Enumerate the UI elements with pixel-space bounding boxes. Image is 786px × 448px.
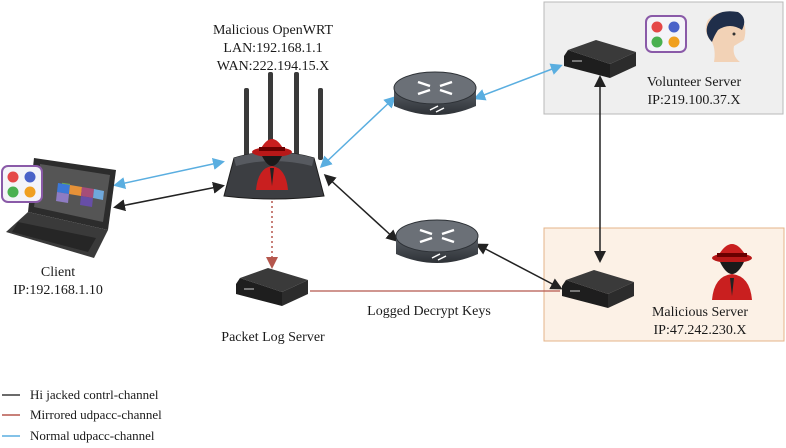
legend: Hi jacked contrl-channel Mirrored udpacc… — [2, 387, 162, 443]
client-ip: IP:192.168.1.10 — [13, 283, 103, 298]
gateway-router-bottom-icon — [395, 219, 479, 263]
gateway1-volunteer-normal-channel — [473, 63, 563, 101]
packet-log-server-icon — [236, 268, 308, 306]
router-title: Malicious OpenWRT — [213, 23, 334, 38]
malicious-server-icon — [562, 270, 634, 308]
malicious-server-ip: IP:47.242.230.X — [654, 323, 747, 338]
hacker-router-icon — [252, 139, 292, 190]
volunteer-app-icon — [645, 15, 687, 53]
router-gateway2-hijacked-channel — [323, 173, 399, 243]
gateway-router-top-icon — [393, 71, 477, 115]
client-title: Client — [41, 265, 75, 280]
router-gateway1-normal-channel — [319, 95, 397, 169]
volunteer-server-icon — [564, 40, 636, 78]
packet-log-title: Packet Log Server — [221, 330, 325, 345]
client-laptop-icon — [6, 158, 116, 258]
legend-label-hijacked: Hi jacked contrl-channel — [30, 387, 159, 402]
volunteer-title: Volunteer Server — [647, 75, 742, 90]
router-lan: LAN:192.168.1.1 — [223, 41, 322, 56]
hacker-server-icon — [712, 244, 752, 300]
volunteer-ip: IP:219.100.37.X — [648, 93, 741, 108]
client-router-hijacked-channel — [113, 181, 225, 212]
decrypt-keys-edge-label: Logged Decrypt Keys — [367, 304, 491, 319]
gateway2-malicious-hijacked-channel — [475, 243, 563, 290]
legend-label-normal: Normal udpacc-channel — [30, 428, 155, 443]
volunteer-user-avatar-icon — [705, 11, 746, 62]
client-router-normal-channel — [113, 158, 225, 189]
client-app-icon — [1, 165, 43, 203]
legend-label-mirrored: Mirrored udpacc-channel — [30, 407, 162, 422]
router-wan: WAN:222.194.15.X — [217, 59, 329, 74]
malicious-server-title: Malicious Server — [652, 305, 748, 320]
